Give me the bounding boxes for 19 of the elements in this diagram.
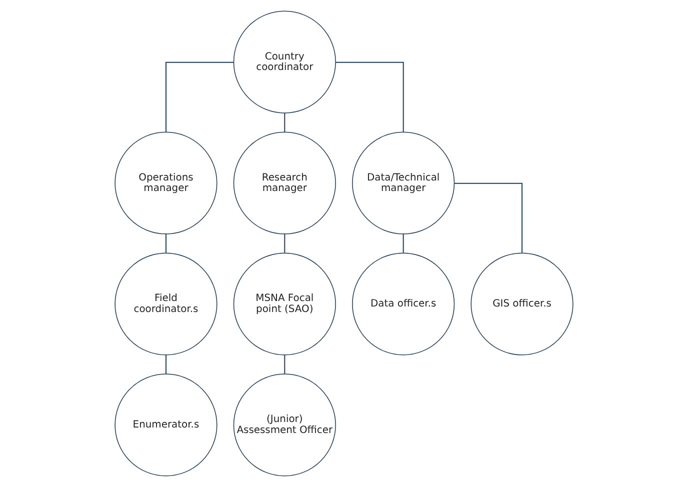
connector — [164, 62, 234, 132]
node-circle: MSNA Focal point (SAO) — [232, 252, 336, 356]
node-circle: Field coordinator.s — [114, 252, 217, 356]
node-circle: Data officer.s — [352, 252, 454, 356]
node-circle: Data/Technical manager — [352, 132, 454, 234]
node-circle: (Junior) Assessment Officer — [232, 374, 336, 476]
connector — [284, 233, 285, 254]
connector — [164, 233, 166, 254]
connector — [334, 62, 404, 132]
connector — [284, 354, 285, 374]
node-circle: GIS officer.s — [470, 252, 573, 356]
connector — [453, 182, 522, 254]
node-circle: Research manager — [232, 132, 336, 234]
node-circle: Country coordinator — [232, 10, 336, 114]
connector — [284, 112, 285, 132]
connector — [164, 354, 166, 374]
node-circle: Operations manager — [114, 132, 217, 234]
connector — [402, 233, 404, 254]
node-circle: Enumerator.s — [114, 374, 217, 476]
